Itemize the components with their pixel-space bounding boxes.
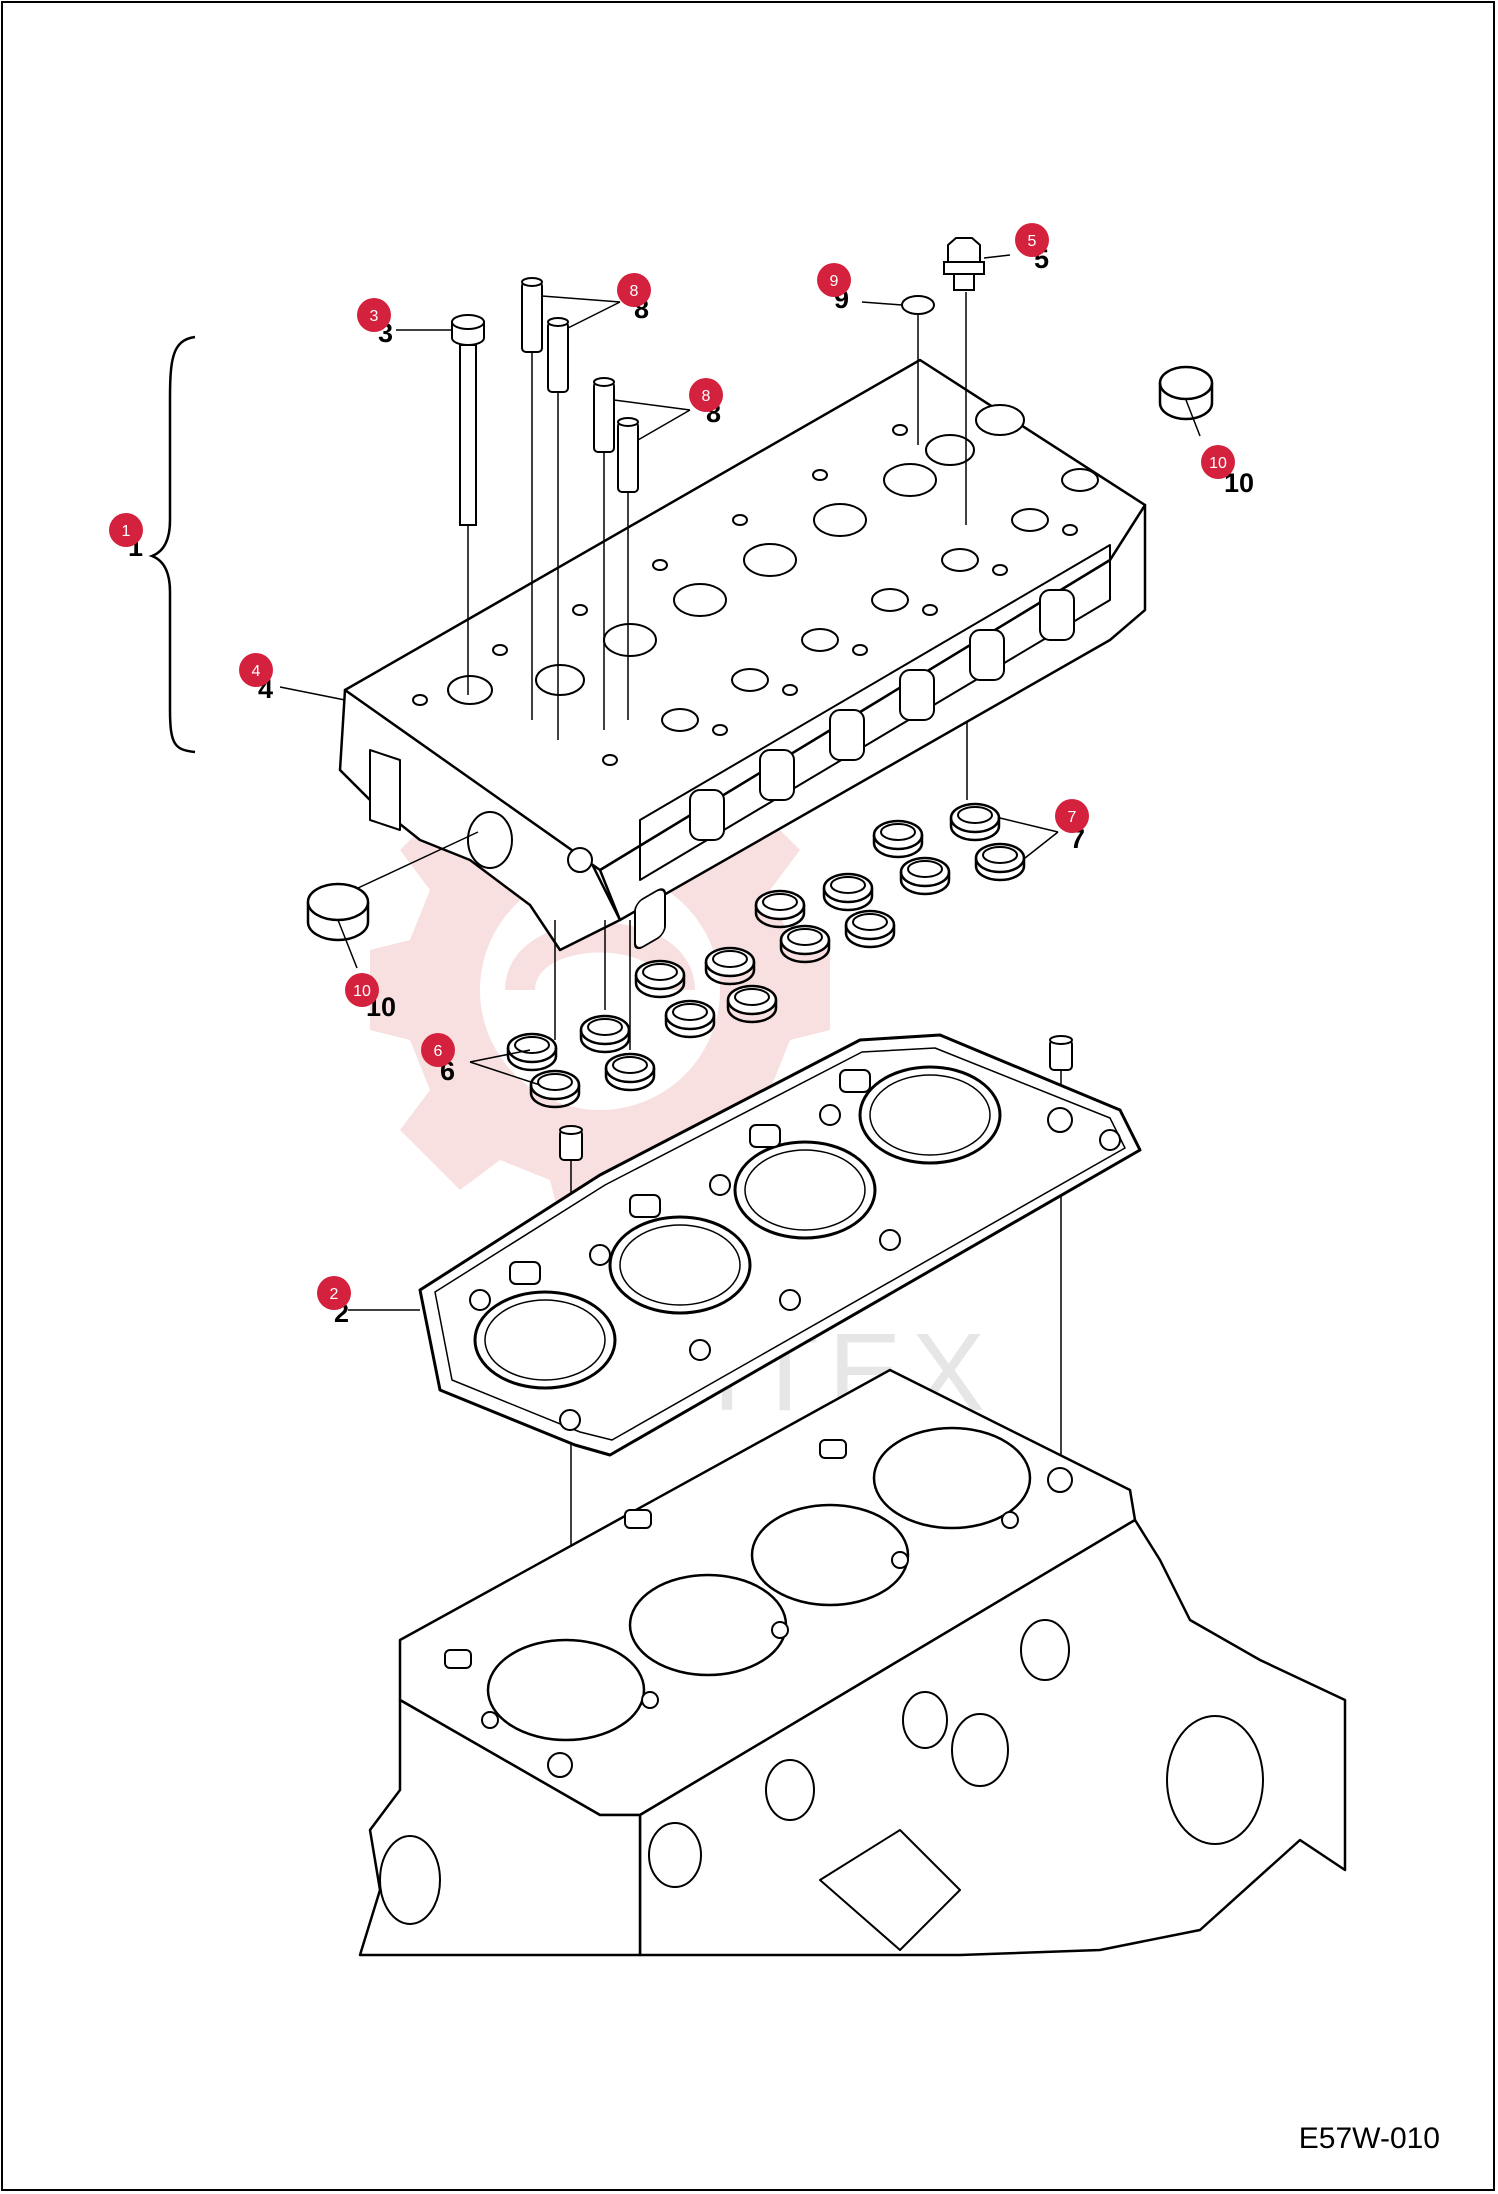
callout-4-badge bbox=[239, 653, 273, 687]
callout-8-upper[interactable]: 8 8 bbox=[617, 273, 651, 324]
callout-4-badge-text: 4 bbox=[252, 663, 261, 680]
callout-8-lower-badge bbox=[689, 378, 723, 412]
cylinder-block bbox=[358, 1368, 1347, 1957]
callout-7-badge bbox=[1055, 799, 1089, 833]
callout-8-lower-badge-text: 8 bbox=[702, 388, 711, 405]
callout-4[interactable]: 4 4 bbox=[239, 653, 273, 704]
callout-5-badge-text: 5 bbox=[1028, 233, 1037, 250]
callout-7[interactable]: 7 7 bbox=[1055, 799, 1089, 854]
drawing-code: E57W-010 bbox=[1298, 2122, 1440, 2155]
callout-5-badge bbox=[1015, 223, 1049, 257]
callout-8-lower[interactable]: 8 8 bbox=[689, 378, 723, 428]
callout-6[interactable]: 6 6 bbox=[421, 1033, 455, 1086]
callout-9[interactable]: 9 9 bbox=[817, 263, 851, 314]
callout-10-left-badge-text: 10 bbox=[353, 983, 371, 1000]
callout-3-badge bbox=[357, 298, 391, 332]
callout-9-badge-text: 9 bbox=[830, 273, 839, 290]
callout-7-badge-text: 7 bbox=[1068, 809, 1077, 826]
callout-6-badge bbox=[421, 1033, 455, 1067]
callout-6-badge-text: 6 bbox=[434, 1043, 443, 1060]
plug bbox=[943, 237, 985, 525]
callout-10-right[interactable]: 10 10 bbox=[1201, 445, 1254, 498]
callout-8-upper-badge bbox=[617, 273, 651, 307]
callout-1-badge bbox=[109, 513, 143, 547]
callout-10-right-badge bbox=[1201, 445, 1235, 479]
expansion-plug-right bbox=[1158, 365, 1214, 421]
assembly-bracket bbox=[148, 335, 196, 754]
callout-10-left[interactable]: 10 10 bbox=[345, 973, 396, 1022]
cylinder-head bbox=[338, 358, 1147, 952]
callout-10-left-badge bbox=[345, 973, 379, 1007]
callout-10-right-badge-text: 10 bbox=[1209, 455, 1227, 472]
callout-3-badge-text: 3 bbox=[370, 308, 379, 325]
callout-2-badge-text: 2 bbox=[330, 1286, 339, 1303]
callout-2-badge bbox=[317, 1276, 351, 1310]
callout-2[interactable]: 2 2 bbox=[317, 1276, 351, 1328]
head-gasket bbox=[418, 1033, 1142, 1457]
callout-5[interactable]: 5 5 bbox=[1015, 223, 1049, 274]
callout-9-badge bbox=[817, 263, 851, 297]
callout-3[interactable]: 3 3 bbox=[357, 298, 393, 348]
head-bolt bbox=[451, 314, 485, 695]
callout-1[interactable]: 1 1 bbox=[109, 513, 143, 562]
leader-lines bbox=[279, 254, 1201, 1311]
callout-1-badge-text: 1 bbox=[122, 523, 131, 540]
valve-guides bbox=[521, 277, 639, 740]
valve-seal-rings bbox=[506, 722, 1026, 1109]
callout-8-upper-badge-text: 8 bbox=[630, 283, 639, 300]
